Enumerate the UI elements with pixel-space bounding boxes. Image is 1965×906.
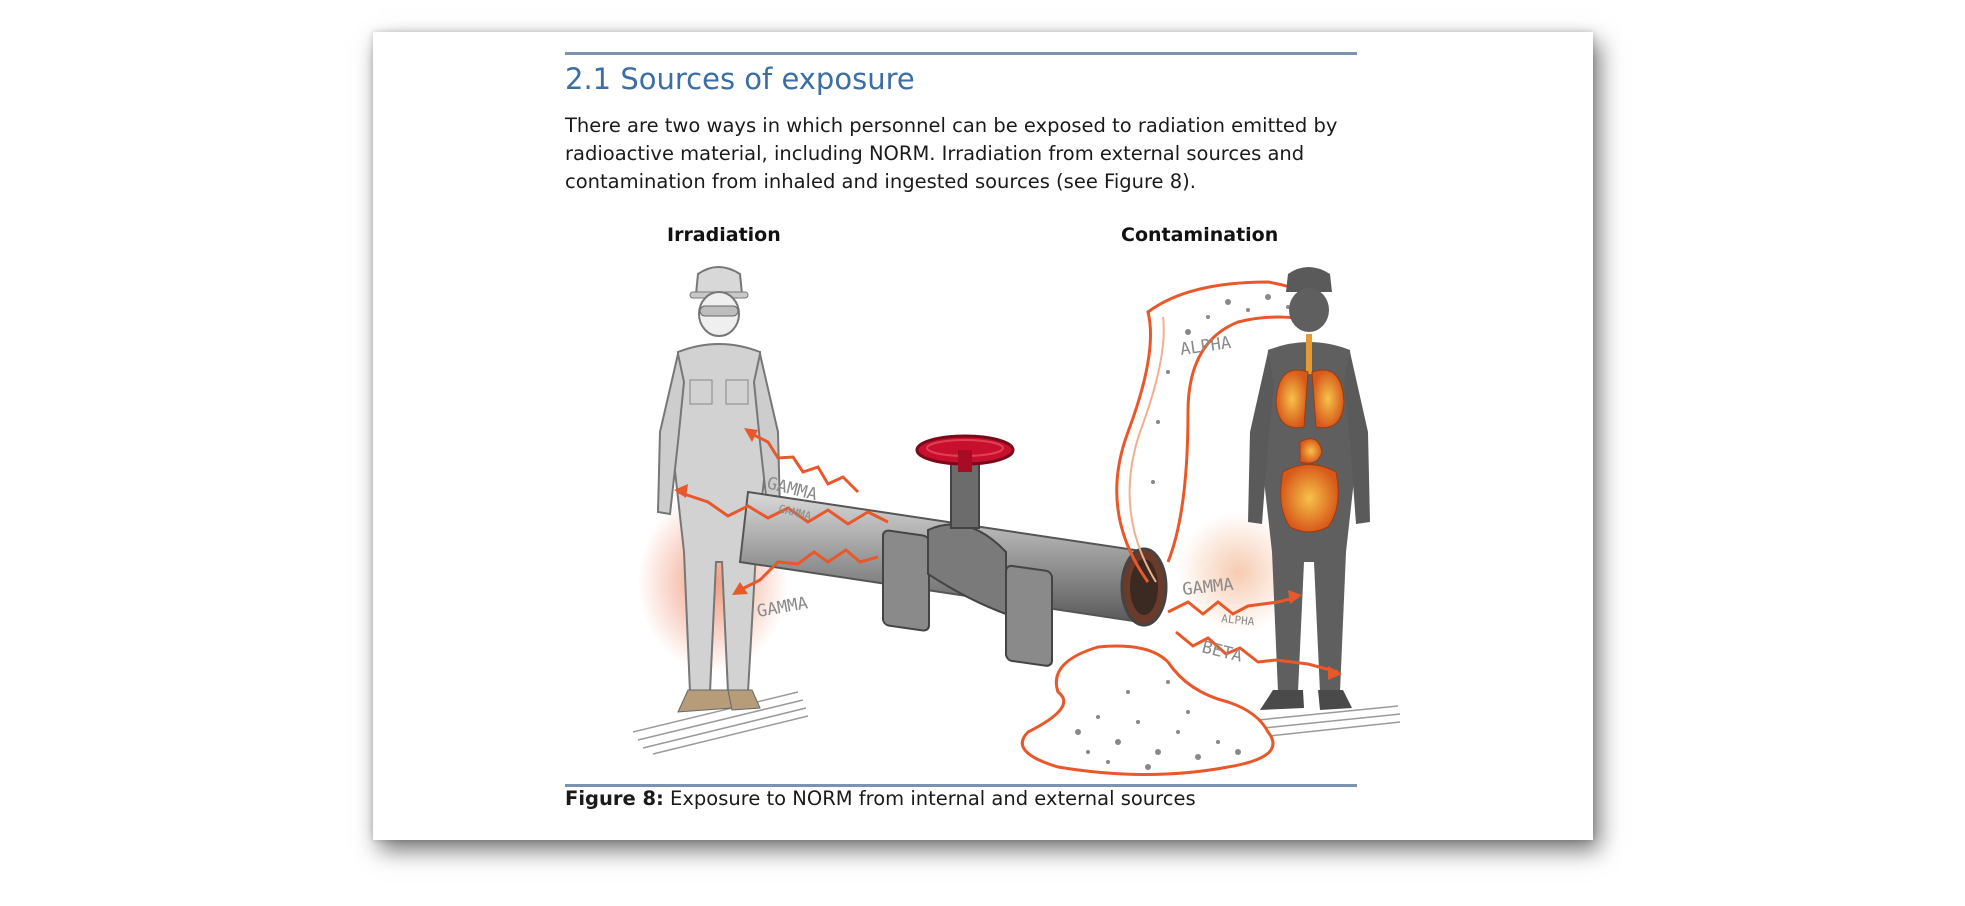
- exposure-illustration: GAMMA GAMMA GAMMA ALPHA GAMMA ALPHA BETA: [632, 266, 1401, 776]
- irradiation-label: Irradiation: [667, 224, 781, 246]
- paragraph-line: There are two ways in which personnel ca…: [565, 114, 1338, 137]
- contamination-label: Contamination: [1121, 224, 1279, 246]
- beta-label: BETA: [1200, 637, 1245, 666]
- stomach: [1299, 438, 1323, 464]
- ground-shadow-left: [632, 691, 809, 755]
- trachea: [1306, 334, 1312, 374]
- spill-pool: [1020, 644, 1275, 776]
- lung-left: [1275, 369, 1309, 429]
- figure-caption: Figure 8: Exposure to NORM from internal…: [565, 787, 1196, 810]
- top-rule: [565, 52, 1357, 55]
- section-title: 2.1 Sources of exposure: [565, 62, 915, 96]
- alpha-label: ALPHA: [1221, 612, 1256, 628]
- body-paragraph: There are two ways in which personnel ca…: [565, 112, 1357, 196]
- arrowheads: [674, 428, 1342, 680]
- intestines: [1280, 464, 1339, 533]
- document-page: 2.1 Sources of exposure There are two wa…: [373, 32, 1593, 840]
- lung-right: [1311, 369, 1345, 429]
- paragraph-line: contamination from inhaled and ingested …: [565, 170, 1196, 193]
- alpha-label: ALPHA: [1179, 333, 1232, 360]
- radiation-arrows: [677, 430, 1339, 674]
- paragraph-line: radioactive material, including NORM. Ir…: [565, 142, 1305, 165]
- caption-text: Exposure to NORM from internal and exter…: [663, 787, 1196, 810]
- valve-wheel: [915, 434, 1015, 472]
- bottom-rule: [565, 784, 1357, 787]
- caption-label: Figure 8:: [565, 787, 664, 810]
